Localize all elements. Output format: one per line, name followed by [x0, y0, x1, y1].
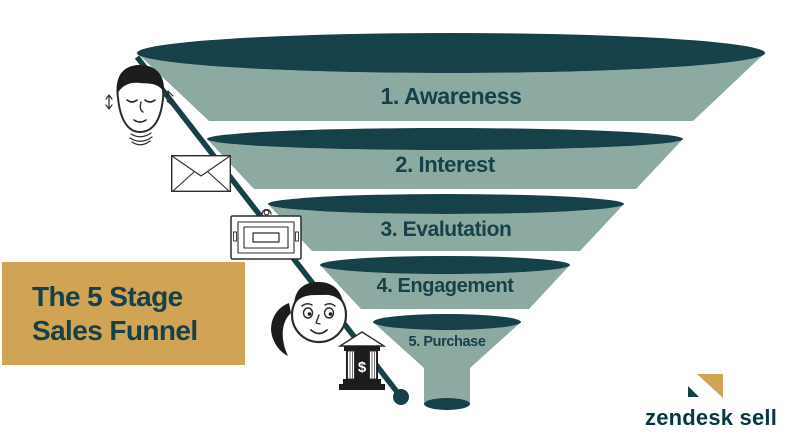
listening-face-icon: [105, 65, 174, 146]
journey-end-dot: [393, 389, 409, 405]
funnel-stage-body: [373, 322, 521, 404]
funnel-stage-top-ellipse: [207, 128, 683, 150]
tv-screen-icon: [230, 208, 302, 260]
funnel-stage-label: 5. Purchase: [408, 334, 485, 350]
funnel-stage: 3. Evalutation: [268, 194, 624, 251]
title-card: The 5 Stage Sales Funnel: [2, 262, 245, 365]
funnel-stage-top-ellipse: [137, 33, 765, 73]
logo-gold-triangle: [697, 374, 723, 398]
funnel-stage-body: [207, 139, 683, 189]
page-title-line-2: Sales Funnel: [32, 314, 198, 346]
funnel-stage: 5. Purchase: [373, 314, 521, 410]
funnel-stage-label: 4. Engagement: [376, 275, 514, 297]
bank-icon: $: [337, 331, 387, 390]
funnel-stage-body: [320, 265, 570, 309]
brand-name: zendesk sell: [645, 405, 778, 430]
funnel-stage-top-ellipse: [373, 314, 521, 330]
funnel-spout-opening: [424, 398, 470, 410]
funnel-stage: 1. Awareness: [137, 33, 765, 121]
funnel-stage-body: [268, 204, 624, 251]
funnel-stage-label: 3. Evalutation: [381, 218, 512, 241]
funnel-stage: 4. Engagement: [320, 256, 570, 309]
customer-face-icon: [271, 282, 348, 356]
funnel-stage-top-ellipse: [268, 194, 624, 214]
funnel-stage-label: 2. Interest: [395, 152, 496, 177]
zendesk-sell-logo-mark: [688, 374, 723, 398]
dollar-sign: $: [358, 359, 367, 376]
envelope-icon: [170, 154, 231, 192]
funnel-stage-body: [137, 53, 765, 121]
funnel-stage-top-ellipse: [320, 256, 570, 274]
funnel-stages: 1. Awareness 2. Interest 3. Evalutation 4. …: [137, 33, 765, 410]
funnel-stage: 2. Interest: [207, 128, 683, 189]
buyer-journey-path: $: [105, 55, 409, 405]
funnel-stage-label: 1. Awareness: [381, 83, 522, 109]
logo-teal-triangle: [688, 386, 699, 397]
page-title-line-1: The 5 Stage: [32, 280, 183, 312]
